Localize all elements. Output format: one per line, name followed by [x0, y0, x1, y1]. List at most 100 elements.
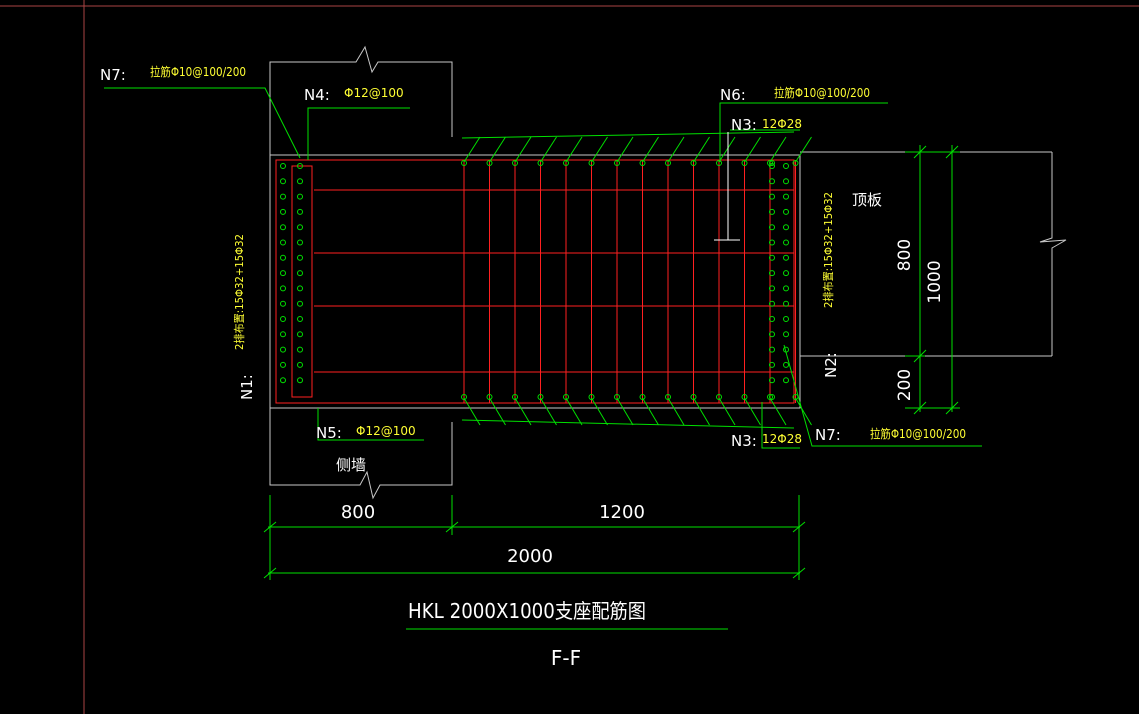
n4-spec: Φ12@100 — [344, 86, 404, 100]
left-bar-outer — [280, 270, 286, 277]
bottom-hook — [489, 397, 506, 426]
n7-bottom-leader — [783, 344, 982, 447]
n3-top-inner-marker — [714, 132, 740, 241]
side-wall-lower-outline — [269, 408, 453, 500]
right-bar-inner — [769, 224, 775, 231]
bottom-hook — [769, 397, 787, 426]
bottom-hook — [616, 397, 634, 426]
bottom-bar — [588, 394, 595, 400]
n3-top-spec: 12Φ28 — [762, 117, 802, 131]
top-bar — [665, 160, 671, 166]
top-hook — [795, 136, 812, 163]
right-bar-outer — [783, 163, 789, 169]
bottom-hook-line — [461, 419, 795, 429]
n6-label: N6: — [720, 86, 746, 104]
stirrup-hooks — [461, 131, 812, 429]
leader-lines — [104, 87, 982, 630]
n5-label: N5: — [316, 424, 342, 442]
bottom-bar — [461, 394, 467, 400]
right-bar-inner — [769, 254, 775, 261]
left-bar-outer — [280, 300, 286, 307]
left-bar-inner — [297, 163, 303, 169]
bottom-bar — [690, 394, 697, 400]
n7-bottom-label: N7: — [815, 426, 841, 444]
left-bar-outer — [280, 361, 286, 368]
top-bar — [563, 160, 569, 166]
right-bar-inner — [769, 300, 775, 307]
left-bar-inner — [297, 208, 303, 215]
bottom-bar — [741, 394, 748, 400]
left-bar-outer — [280, 208, 286, 215]
right-bar-outer — [783, 224, 789, 231]
bottom-hook — [667, 397, 685, 426]
n3-bottom-label: N3: — [731, 432, 757, 450]
right-bar-inner — [769, 178, 775, 185]
top-hook — [489, 136, 506, 163]
left-bar-outer — [280, 224, 286, 231]
dim-right-width: 1200 — [599, 502, 645, 523]
top-hook — [744, 136, 761, 163]
top-hook — [463, 136, 481, 163]
dim-total-height: 1000 — [925, 260, 945, 303]
tick-6 — [913, 145, 927, 159]
tick-7 — [913, 349, 927, 363]
top-bar — [792, 160, 799, 166]
left-bar-inner — [297, 224, 303, 231]
right-bar-inner — [769, 285, 775, 292]
n3-bottom-spec: 12Φ28 — [762, 432, 802, 446]
left-bar-inner — [297, 285, 303, 292]
right-bar-inner — [769, 377, 775, 384]
right-bar-outer — [783, 285, 789, 292]
top-bar — [769, 160, 775, 166]
tick-2 — [445, 521, 459, 533]
top-hook — [591, 136, 608, 163]
n2-label: N2: — [822, 352, 840, 378]
bottom-hook — [540, 397, 557, 426]
tick-4 — [263, 567, 277, 579]
n7-top-label: N7: — [100, 66, 126, 84]
right-bar-inner — [769, 193, 775, 200]
top-hook — [642, 136, 659, 163]
n7-bottom-spec: 拉筋Φ10@100/200 — [870, 426, 966, 441]
n6-spec: 拉筋Φ10@100/200 — [774, 85, 870, 100]
dim-left-width: 800 — [341, 502, 375, 523]
n6-leader — [719, 102, 888, 162]
dimension-lines — [263, 145, 960, 580]
vertical-ties — [463, 160, 796, 403]
top-bar — [690, 160, 697, 166]
right-bar-outer — [783, 208, 789, 215]
annotation-labels: N7: 拉筋Φ10@100/200 N4: Φ12@100 N6: 拉筋Φ10@… — [100, 64, 966, 670]
left-bar-outer — [280, 193, 286, 200]
bottom-hook — [514, 397, 532, 426]
top-hook — [769, 136, 787, 163]
n5-leader — [317, 408, 424, 441]
top-bar — [461, 160, 467, 166]
top-hook — [565, 136, 583, 163]
left-bar-inner — [297, 377, 303, 384]
left-bar-outer — [280, 254, 286, 261]
right-bar-outer — [783, 300, 789, 307]
top-bar — [588, 160, 595, 166]
left-bar-outer — [280, 239, 286, 246]
left-bar-inner — [297, 178, 303, 185]
bottom-hook — [642, 397, 659, 426]
left-bar-outer — [280, 331, 286, 338]
right-bar-outer — [783, 193, 789, 200]
top-hook-line — [461, 131, 795, 139]
bottom-hook — [591, 397, 608, 426]
right-bar-inner — [769, 270, 775, 277]
bottom-bar — [486, 394, 493, 400]
left-bar-outer — [280, 285, 286, 292]
top-hook — [540, 136, 557, 163]
right-bar-inner — [769, 361, 775, 368]
top-bar — [639, 160, 646, 166]
left-bar-outer — [280, 163, 286, 169]
right-bar-inner — [769, 163, 775, 169]
top-bar — [537, 160, 544, 166]
left-bar-inner — [297, 193, 303, 200]
top-bar — [716, 160, 722, 166]
tick-1 — [263, 521, 277, 533]
tick-10 — [945, 401, 959, 415]
